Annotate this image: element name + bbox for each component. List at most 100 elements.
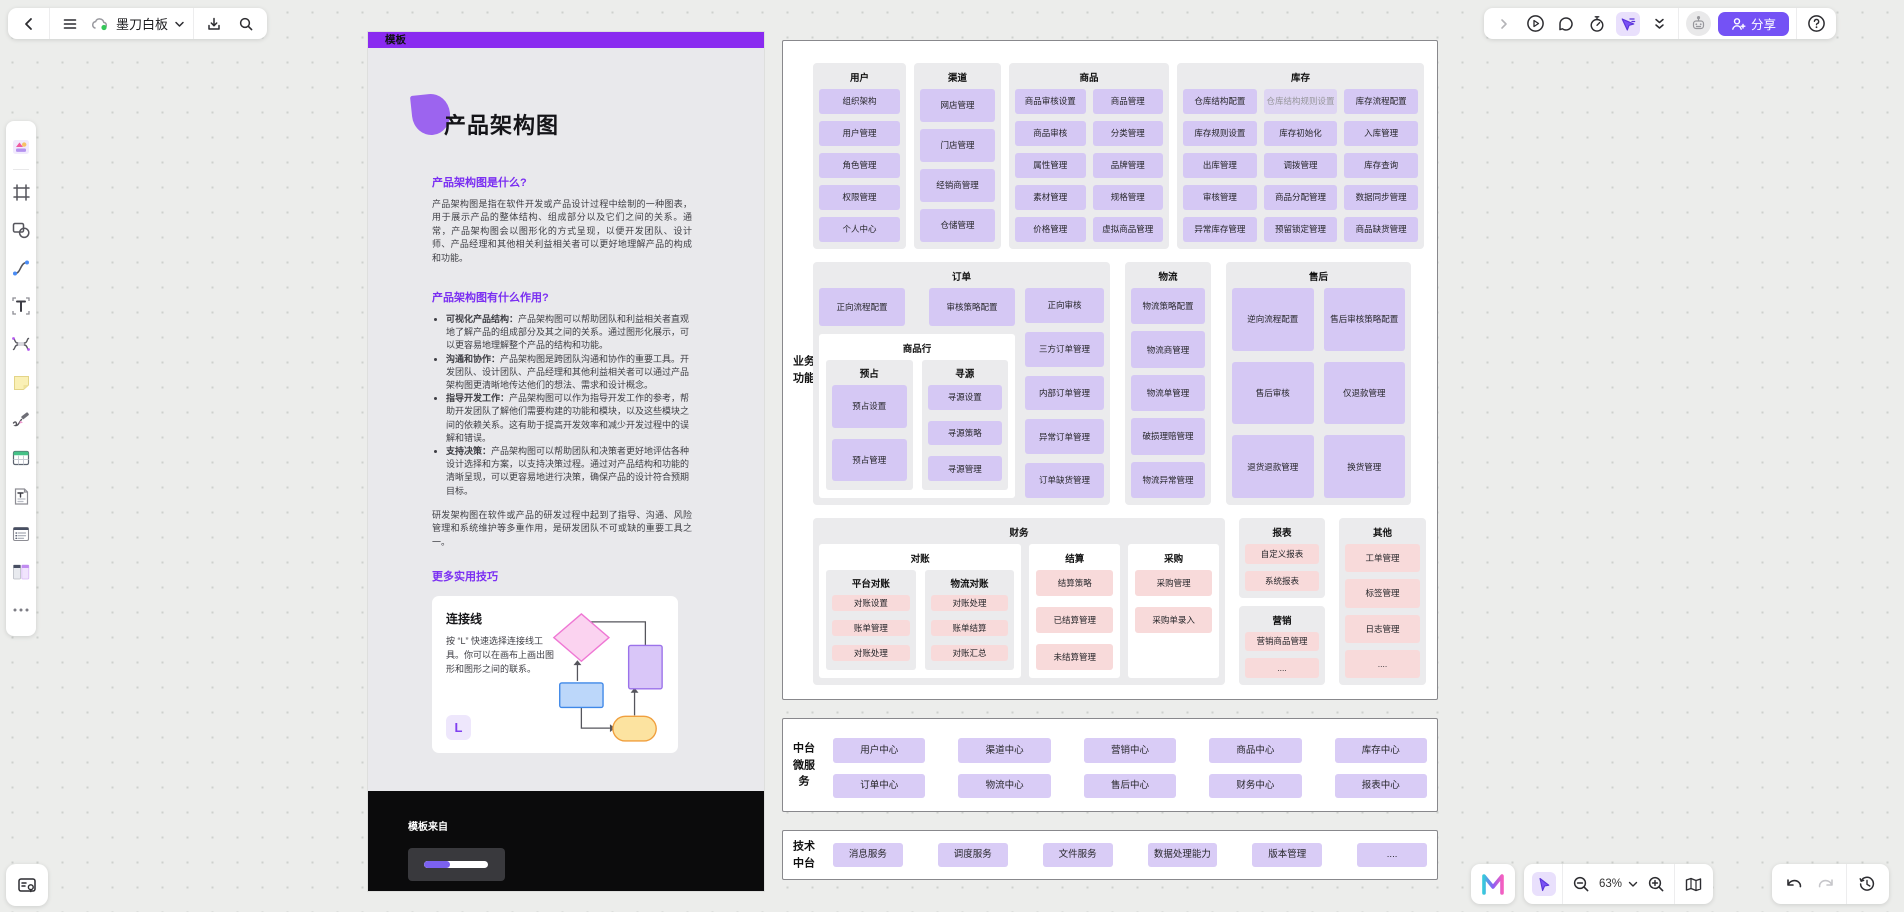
diagram-node[interactable]: .... [1357,843,1427,867]
diagram-node[interactable]: 角色管理 [819,153,900,178]
subpanel-结算[interactable]: 结算结算策略已结算管理未结算管理 [1029,544,1121,678]
collapse-icon[interactable] [1492,12,1516,36]
document-icon[interactable] [6,477,36,515]
diagram-node[interactable]: 用户管理 [819,121,900,146]
zoom-out-icon[interactable] [1569,872,1593,896]
diagram-node[interactable]: 门店管理 [920,129,995,162]
diagram-node[interactable]: 破损理赔管理 [1131,418,1205,455]
diagram-node[interactable]: 异常订单管理 [1025,419,1104,455]
diagram-node[interactable]: 入库管理 [1344,121,1418,146]
diagram-node[interactable]: 价格管理 [1015,217,1086,242]
diagram-node[interactable]: 换货管理 [1323,435,1405,498]
diagram-node[interactable]: 财务中心 [1209,773,1302,798]
diagram-node[interactable]: 订单中心 [833,773,926,798]
list-icon[interactable] [6,515,36,553]
diagram-node[interactable]: 报表中心 [1334,773,1427,798]
back-icon[interactable] [17,12,41,36]
diagram-node[interactable]: 权限管理 [819,185,900,210]
diagram-node[interactable]: 内部订单管理 [1025,375,1104,411]
diagram-node[interactable]: 逆向流程配置 [1232,288,1314,351]
group-其他[interactable]: 其他工单管理标签管理日志管理.... [1339,518,1426,685]
minimap-icon[interactable] [1681,872,1705,896]
search-icon[interactable] [234,12,258,36]
text-icon[interactable] [6,287,36,325]
diagram-node[interactable]: 对账设置 [832,595,910,611]
diagram-node[interactable]: 对账处理 [832,645,910,661]
diagram-node[interactable]: 调度服务 [937,843,1008,867]
group-报表[interactable]: 报表自定义报表系统报表 [1239,518,1325,598]
diagram-node[interactable]: 出库管理 [1183,153,1257,178]
diagram-node[interactable]: 寻源策略 [927,420,1002,446]
help-icon[interactable] [1804,12,1828,36]
present-icon[interactable] [1523,12,1547,36]
subgroup-物流对账[interactable]: 物流对账对账处理账单结算对账汇总 [924,570,1015,670]
diagram-node[interactable]: 品牌管理 [1092,153,1163,178]
diagram-node[interactable]: 已结算管理 [1036,607,1114,633]
diagram-node[interactable]: 物流异常管理 [1131,461,1205,498]
board-title-dropdown[interactable]: 墨刀白板 [90,12,185,36]
diagram-node[interactable]: 账单结算 [930,620,1009,636]
group-售后[interactable]: 售后逆向流程配置售后审核策略配置售后审核仅退款管理退货退款管理换货管理 [1226,262,1411,505]
zoom-level[interactable]: 63% [1599,878,1623,890]
diagram-node[interactable]: 虚拟商品管理 [1092,217,1163,242]
diagram-node[interactable]: 三方订单管理 [1025,331,1104,367]
laser-pointer-icon[interactable] [1616,11,1640,36]
diagram-node[interactable]: 商品审核设置 [1015,89,1086,114]
diagram-node[interactable]: 库存查询 [1344,153,1418,178]
diagram-node[interactable]: 仓储管理 [920,209,995,242]
diagram-node[interactable]: 正向流程配置 [819,288,905,326]
zoom-in-icon[interactable] [1644,872,1668,896]
group-财务[interactable]: 财务对账平台对账对账设置账单管理对账处理物流对账对账处理账单结算对账汇总结算结算… [813,518,1225,685]
diagram-node[interactable]: 寻源管理 [927,456,1002,481]
diagram-node[interactable]: 订单缺货管理 [1025,463,1104,498]
diagram-node[interactable]: 文件服务 [1042,843,1113,867]
share-button[interactable]: 分享 [1718,11,1790,36]
diagram-node[interactable]: 采购管理 [1135,570,1213,596]
diagram-node[interactable]: 商品管理 [1092,89,1163,114]
more-tools-icon[interactable] [6,591,36,629]
diagram-node[interactable]: 工单管理 [1345,544,1420,573]
diagram-node[interactable]: 审核策略配置 [929,288,1015,326]
diagram-node[interactable]: .... [1245,658,1319,678]
diagram-node[interactable]: 系统报表 [1245,570,1319,591]
diagram-node[interactable]: 商品分配管理 [1263,185,1338,210]
menu-icon[interactable] [58,12,82,36]
collapse-toolbar-icon[interactable] [1647,12,1671,36]
diagram-node[interactable]: 结算策略 [1036,570,1114,596]
diagram-node[interactable]: 经销商管理 [920,169,995,202]
diagram-node[interactable]: 商品审核 [1015,121,1086,146]
diagram-node[interactable]: 素材管理 [1015,185,1086,210]
group-物流[interactable]: 物流物流策略配置物流商管理物流单管理破损理赔管理物流异常管理 [1125,262,1211,505]
diagram-node[interactable]: 售后审核 [1232,361,1314,425]
diagram-node[interactable]: 渠道中心 [958,738,1051,763]
export-icon[interactable] [202,12,226,36]
diagram-node[interactable]: 营销商品管理 [1245,631,1319,652]
group-商品[interactable]: 商品商品审核设置商品管理商品审核分类管理属性管理品牌管理素材管理规格管理价格管理… [1009,63,1169,249]
diagram-node[interactable]: 预留锁定管理 [1263,217,1338,242]
diagram-node[interactable]: 属性管理 [1015,153,1086,178]
app-logo-button[interactable] [1471,864,1515,904]
template-panel[interactable]: 模板 产品架构图 产品架构图是什么? 产品架构图是指在软件开发或产品设计过程中绘… [368,32,764,891]
group-库存[interactable]: 库存仓库结构配置仓库结构规则设置库存流程配置库存规则设置库存初始化入库管理出库管… [1177,63,1424,249]
connector-icon[interactable] [6,249,36,287]
diagram-node[interactable]: 库存初始化 [1263,121,1338,146]
subgroup-预占[interactable]: 预占预占设置预占管理 [826,360,913,490]
diagram-node[interactable]: 审核管理 [1183,185,1257,210]
diagram-node[interactable]: 自定义报表 [1245,544,1319,564]
history-icon[interactable] [1855,872,1879,896]
subpanel-商品行[interactable]: 商品行预占预占设置预占管理寻源寻源设置寻源策略寻源管理 [819,334,1015,498]
diagram-node[interactable]: 数据同步管理 [1344,185,1418,210]
diagram-node[interactable]: 正向审核 [1025,288,1104,323]
subgroup-平台对账[interactable]: 平台对账对账设置账单管理对账处理 [826,570,916,670]
subpanel-对账[interactable]: 对账平台对账对账设置账单管理对账处理物流对账对账处理账单结算对账汇总 [819,544,1022,678]
diagram-node[interactable]: 商品中心 [1209,738,1302,763]
diagram-node[interactable]: 售后审核策略配置 [1323,288,1405,351]
diagram-node[interactable]: .... [1345,649,1420,678]
subgroup-寻源[interactable]: 寻源寻源设置寻源策略寻源管理 [921,360,1008,490]
group-用户[interactable]: 用户组织架构用户管理角色管理权限管理个人中心 [813,63,906,249]
ai-assistant-avatar[interactable] [1686,11,1711,36]
diagram-node[interactable]: 分类管理 [1092,121,1163,146]
templates-icon[interactable] [6,128,36,166]
diagram-node[interactable]: 商品缺货管理 [1344,217,1418,242]
